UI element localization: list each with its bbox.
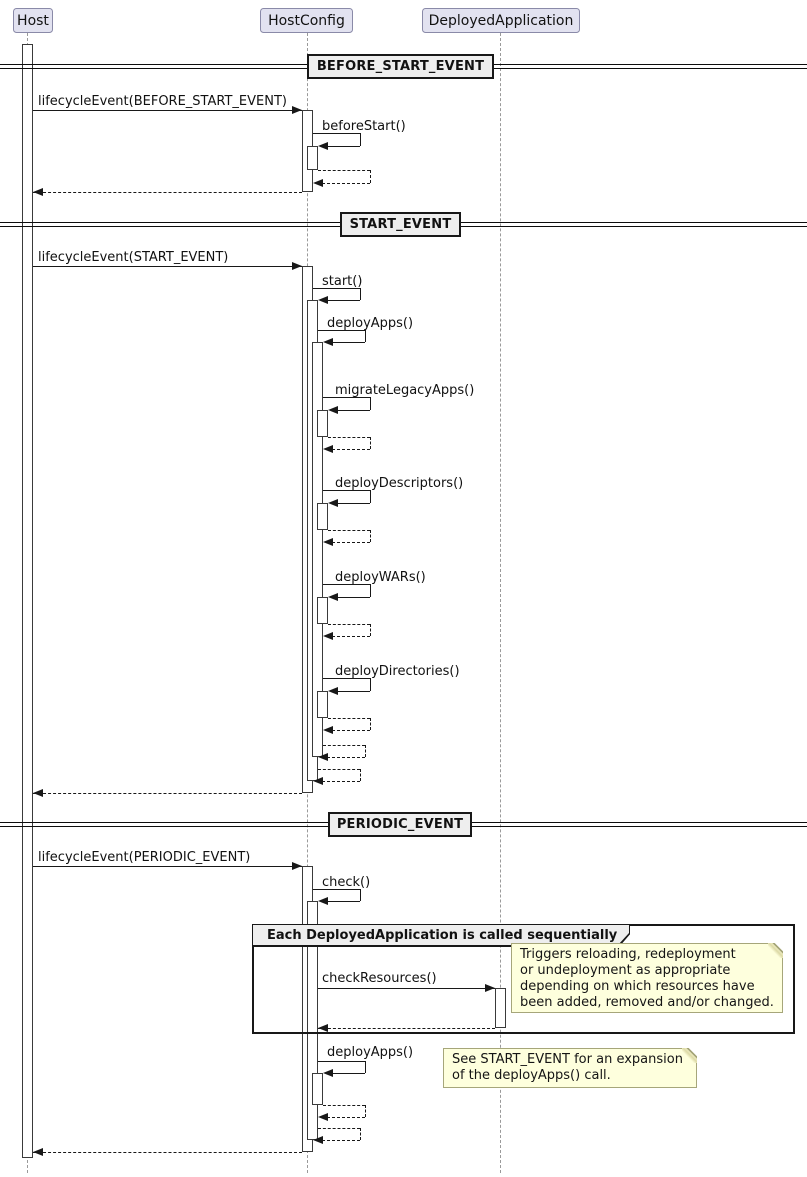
- participant-hostconfig: HostConfig: [260, 8, 353, 33]
- activation-deployedapplication-check-resources: [495, 988, 506, 1028]
- message-label-deploy-descriptors: deployDescriptors(): [335, 476, 464, 491]
- lifeline-deployedapplication: [500, 33, 501, 1173]
- group-title: Each DeployedApplication is called seque…: [267, 928, 618, 943]
- note-deploy-apps: See START_EVENT for an expansion of the …: [443, 1048, 697, 1088]
- participant-deployedapplication: DeployedApplication: [422, 8, 580, 33]
- message-label-check: check(): [322, 875, 371, 890]
- message-label-lifecycle-periodic: lifecycleEvent(PERIODIC_EVENT): [38, 850, 251, 865]
- activation-deploy-apps-periodic: [312, 1073, 323, 1105]
- message-label-lifecycle-start: lifecycleEvent(START_EVENT): [38, 250, 229, 265]
- activation-deploy-wars: [317, 597, 328, 624]
- message-label-deploy-wars: deployWARs(): [335, 570, 426, 585]
- message-label-deploy-apps: deployApps(): [327, 316, 414, 331]
- divider-periodic-event: PERIODIC_EVENT: [328, 812, 472, 837]
- message-label-deploy-apps-periodic: deployApps(): [327, 1045, 414, 1060]
- message-label-deploy-directories: deployDirectories(): [335, 664, 460, 679]
- participant-label: Host: [17, 12, 49, 29]
- activation-deploy-apps: [312, 342, 323, 757]
- activation-deploy-descriptors: [317, 503, 328, 530]
- activation-host: [22, 44, 33, 1158]
- message-label-start: start(): [322, 274, 363, 289]
- message-label-lifecycle-before-start: lifecycleEvent(BEFORE_START_EVENT): [38, 94, 287, 109]
- activation-check: [307, 901, 318, 1140]
- divider-label: BEFORE_START_EVENT: [316, 59, 485, 74]
- message-label-before-start: beforeStart(): [322, 119, 406, 134]
- participant-label: DeployedApplication: [428, 12, 574, 29]
- activation-before-start-nested: [307, 146, 318, 170]
- message-label-migrate-legacy-apps: migrateLegacyApps(): [335, 383, 475, 398]
- group-header: Each DeployedApplication is called seque…: [253, 925, 630, 947]
- participant-host: Host: [13, 8, 53, 33]
- activation-deploy-directories: [317, 691, 328, 718]
- activation-migrate-legacy-apps: [317, 410, 328, 437]
- divider-label: START_EVENT: [349, 217, 452, 232]
- divider-label: PERIODIC_EVENT: [336, 817, 464, 832]
- message-label-check-resources: checkResources(): [322, 971, 437, 986]
- divider-before-start-event: BEFORE_START_EVENT: [307, 54, 494, 79]
- note-check-resources: Triggers reloading, redeployment or unde…: [511, 943, 783, 1013]
- participant-label: HostConfig: [268, 12, 345, 29]
- divider-start-event: START_EVENT: [340, 212, 461, 237]
